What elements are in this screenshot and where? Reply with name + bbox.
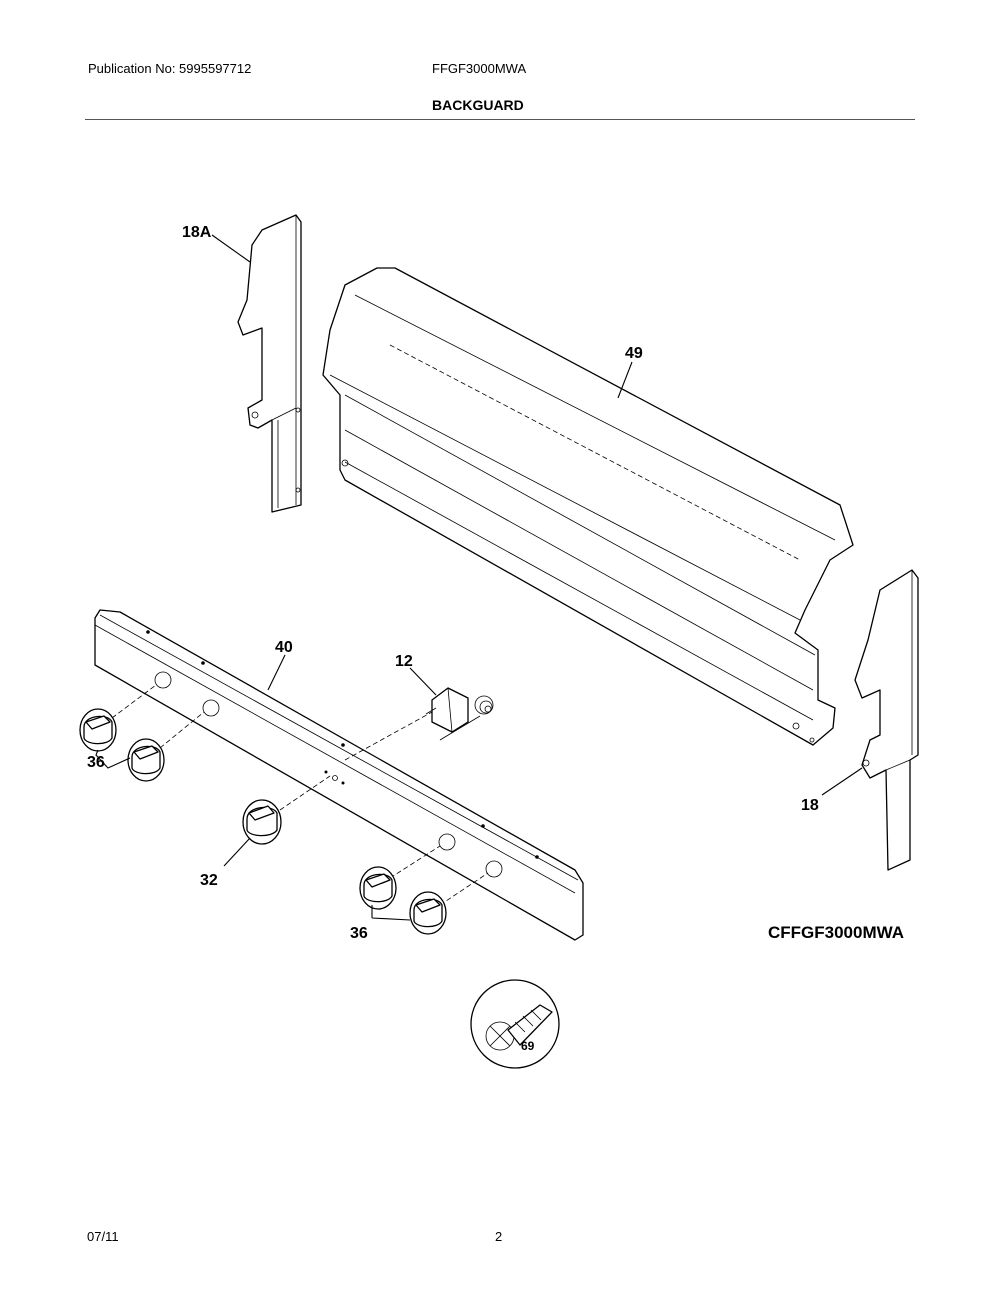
callout-leaders (95, 234, 863, 921)
section-title: BACKGUARD (432, 97, 524, 113)
diagram-model-code: CFFGF3000MWA (768, 923, 904, 942)
footer-date: 07/11 (87, 1229, 119, 1244)
callout-49: 49 (625, 345, 643, 362)
callout-12: 12 (395, 653, 413, 670)
part-36-knob-right-1 (359, 866, 397, 910)
part-40-control-panel (94, 609, 584, 941)
publication-number: Publication No: 5995597712 (88, 61, 252, 76)
callout-18: 18 (801, 797, 819, 814)
callout-69: 69 (521, 1039, 535, 1053)
assembly-dash-lines (111, 684, 489, 906)
part-36-knob-left-2 (127, 738, 165, 782)
part-32-oven-knob (242, 799, 282, 845)
part-69-screw (470, 979, 560, 1069)
callout-32: 32 (200, 872, 218, 889)
part-36-knob-right-2 (409, 891, 447, 935)
part-12-thermostat (425, 687, 494, 741)
footer-page-number: 2 (495, 1229, 503, 1244)
model-number: FFGF3000MWA (432, 61, 527, 76)
part-36-knob-left-1 (79, 708, 117, 752)
callout-36-right: 36 (350, 925, 368, 942)
callout-36-left: 36 (87, 754, 105, 771)
part-49-backguard-panel (322, 267, 854, 746)
part-18a-left-end-bracket (237, 214, 302, 513)
callout-40: 40 (275, 639, 293, 656)
callout-18a: 18A (182, 224, 212, 241)
part-18-right-end-bracket (854, 569, 919, 871)
header-divider (85, 119, 915, 120)
